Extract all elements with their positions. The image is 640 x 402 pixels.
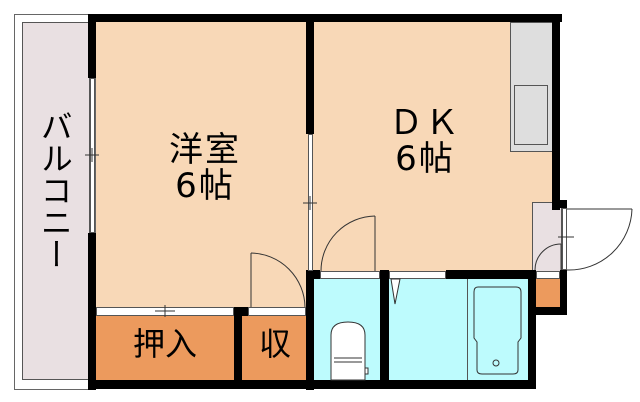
dk-label: ＤＫ 6帖 bbox=[389, 103, 461, 179]
wall-entrance-right bbox=[560, 270, 567, 315]
balcony-label: バルコニー bbox=[35, 110, 74, 270]
wall-entrance-top bbox=[560, 200, 567, 208]
oshiire-label: 押入 bbox=[132, 325, 197, 363]
wall-toilet-wash bbox=[380, 270, 389, 385]
entrance-step bbox=[536, 279, 560, 307]
entrance-step-edge bbox=[536, 271, 560, 279]
wall-closet-top-left bbox=[234, 307, 248, 316]
oshiire-closet bbox=[96, 316, 234, 380]
front-door-swing bbox=[558, 208, 633, 271]
wall-wet-top-left bbox=[306, 270, 320, 279]
wall-left-lower bbox=[88, 233, 96, 390]
wall-top bbox=[88, 14, 562, 22]
wall-wash-top bbox=[446, 270, 536, 279]
wall-bath-right bbox=[528, 270, 536, 388]
storage-door-swing bbox=[250, 252, 306, 308]
western-room-floor bbox=[96, 22, 308, 312]
washbasin-icon bbox=[390, 278, 401, 305]
kitchen-sink bbox=[514, 85, 548, 145]
wall-left-upper bbox=[88, 14, 96, 78]
wall-bottom bbox=[88, 380, 536, 389]
balcony bbox=[22, 22, 90, 380]
toilet-door-opening bbox=[320, 271, 380, 279]
toilet-icon bbox=[330, 321, 369, 381]
storage-label: 収 bbox=[258, 325, 291, 363]
entrance-door-opening bbox=[562, 208, 567, 270]
western-room-label: 洋室 6帖 bbox=[169, 130, 241, 206]
washroom-door-opening bbox=[389, 271, 446, 279]
storage-closet bbox=[242, 316, 308, 380]
storage-door-opening bbox=[248, 307, 306, 316]
toilet-door-swing bbox=[320, 215, 376, 272]
bathtub-icon bbox=[473, 286, 522, 375]
sliding-door-marks bbox=[85, 148, 317, 317]
wall-right-upper bbox=[552, 14, 560, 210]
wall-entrance-bottom bbox=[528, 307, 567, 315]
entrance-inner-door-swing bbox=[534, 243, 562, 271]
wall-closet-divider bbox=[234, 307, 242, 385]
wall-middle-lower bbox=[306, 271, 314, 390]
wall-middle-upper bbox=[306, 14, 314, 134]
washroom bbox=[388, 278, 468, 380]
